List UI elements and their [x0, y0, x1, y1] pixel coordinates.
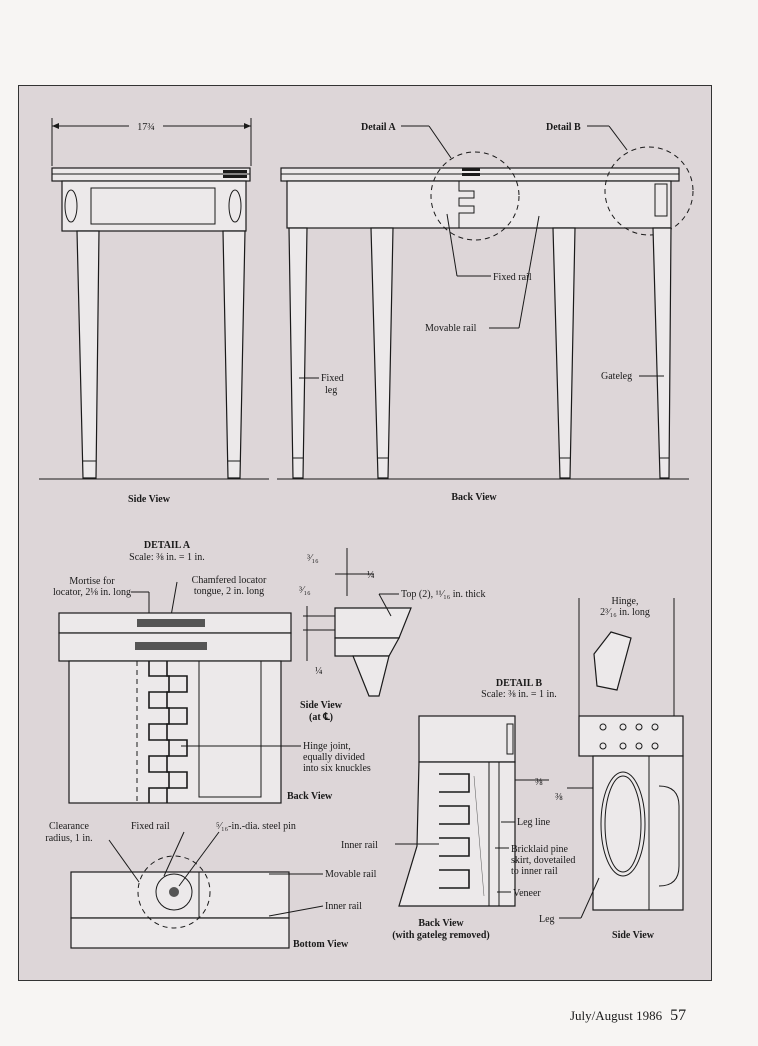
fixed-leg-label-1: Fixed [321, 373, 344, 384]
hinge-joint-label-1: Hinge joint, [303, 741, 351, 752]
back-view-title: Back View [451, 492, 497, 503]
side-view-width: 17¾ [137, 122, 155, 133]
movable-rail-label: Movable rail [425, 323, 477, 334]
top-thickness-label: Top (2), ¹¹⁄₁₆ in. thick [401, 589, 485, 600]
tongue-label-1: Chamfered locator [192, 575, 267, 586]
fixed-rail-label: Fixed rail [493, 272, 532, 283]
detail-b-callout: Detail B [546, 122, 581, 133]
side-view-title: Side View [128, 494, 171, 505]
page-number: 57 [670, 1007, 687, 1024]
dim-c: ³⁄₁₆ [299, 585, 311, 596]
detail-a-side-view-2: (at ℄) [309, 712, 333, 723]
clearance-label-1: Clearance [49, 821, 90, 832]
inner-rail-b-label: Inner rail [341, 840, 378, 851]
technical-drawing: 17¾ Side View Detail A [39, 118, 694, 950]
issue-date: July/August 1986 [570, 1008, 663, 1023]
pin-label: ⁵⁄₁₆-in.-dia. steel pin [216, 821, 296, 832]
page-footer: July/August 1986 57 [570, 1007, 686, 1025]
movable-rail-bottom-label: Movable rail [325, 869, 377, 880]
dim-b: ¼ [367, 570, 375, 581]
side-view-table: 17¾ Side View [39, 118, 269, 505]
detail-b-title: DETAIL B [496, 678, 543, 689]
detail-b-dim-a: ⅜ [535, 777, 543, 788]
back-view-table: Detail A Detail B Fixed rail Movable rai… [277, 122, 694, 503]
detail-a: DETAIL A Scale: ⅜ in. = 1 in. Mortise fo… [45, 540, 485, 950]
mortise-label-2: locator, 2⅛ in. long [53, 587, 131, 598]
detail-a-scale: Scale: ⅜ in. = 1 in. [129, 552, 205, 563]
skirt-label-3: to inner rail [511, 866, 558, 877]
dim-d: ¼ [315, 666, 323, 677]
skirt-label-1: Bricklaid pine [511, 844, 568, 855]
skirt-label-2: skirt, dovetailed [511, 855, 575, 866]
hinge-label-2: 2³⁄₁₆ in. long [600, 607, 650, 618]
detail-b-scale: Scale: ⅜ in. = 1 in. [481, 689, 557, 700]
leg-line-label: Leg line [517, 817, 551, 828]
detail-a-back-view-title: Back View [287, 791, 333, 802]
detail-b-side-view-title: Side View [612, 930, 655, 941]
clearance-label-2: radius, 1 in. [45, 833, 92, 844]
detail-b-back-view-1: Back View [418, 918, 464, 929]
tongue-label-2: tongue, 2 in. long [194, 586, 264, 597]
detail-b-back-view-2: (with gateleg removed) [392, 930, 490, 941]
fixed-rail-bottom-label: Fixed rail [131, 821, 170, 832]
leg-label: Leg [539, 914, 555, 925]
hinge-joint-label-3: into six knuckles [303, 763, 371, 774]
bottom-view-title: Bottom View [293, 939, 349, 950]
detail-a-side-view-1: Side View [300, 700, 343, 711]
hinge-label-1: Hinge, [612, 596, 639, 607]
detail-b: DETAIL B Scale: ⅜ in. = 1 in. Hinge, 2³⁄… [341, 596, 684, 941]
gateleg-label: Gateleg [601, 371, 632, 382]
hinge-joint-label-2: equally divided [303, 752, 365, 763]
fixed-leg-label-2: leg [325, 385, 337, 396]
dim-a: ³⁄₁₆ [307, 553, 319, 564]
mortise-label-1: Mortise for [69, 576, 115, 587]
veneer-label: Veneer [513, 888, 541, 899]
inner-rail-bottom-label: Inner rail [325, 901, 362, 912]
detail-a-callout: Detail A [361, 122, 396, 133]
detail-a-title: DETAIL A [144, 540, 191, 551]
detail-b-dim-b: ⅜ [555, 792, 563, 803]
drawing-panel: 17¾ Side View Detail A [18, 85, 712, 981]
